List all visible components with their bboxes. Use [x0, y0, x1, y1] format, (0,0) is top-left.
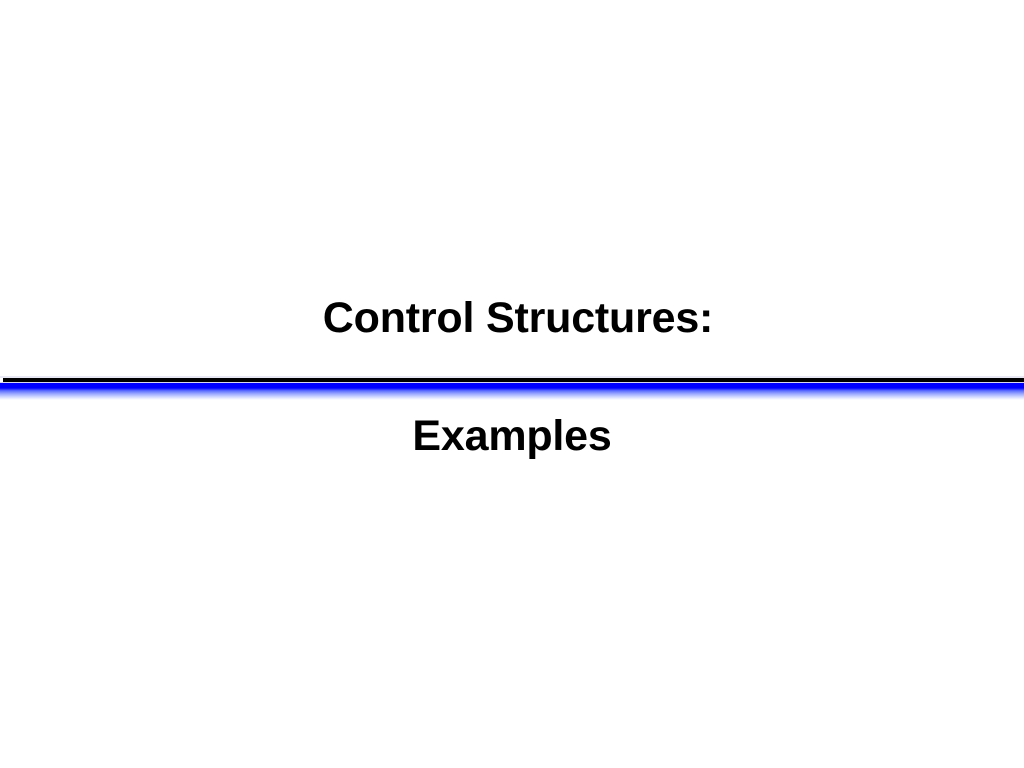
divider-accent-band: [0, 383, 1024, 388]
divider-dark-band: [3, 378, 1024, 382]
divider-pale-band: [0, 382, 1024, 383]
divider-gradient-band: [0, 388, 1024, 400]
title-divider-rule: [0, 376, 1024, 400]
page-subtitle: Examples: [412, 412, 612, 460]
page-title: Control Structures:: [322, 294, 714, 342]
divider-hairline: [0, 376, 1024, 378]
